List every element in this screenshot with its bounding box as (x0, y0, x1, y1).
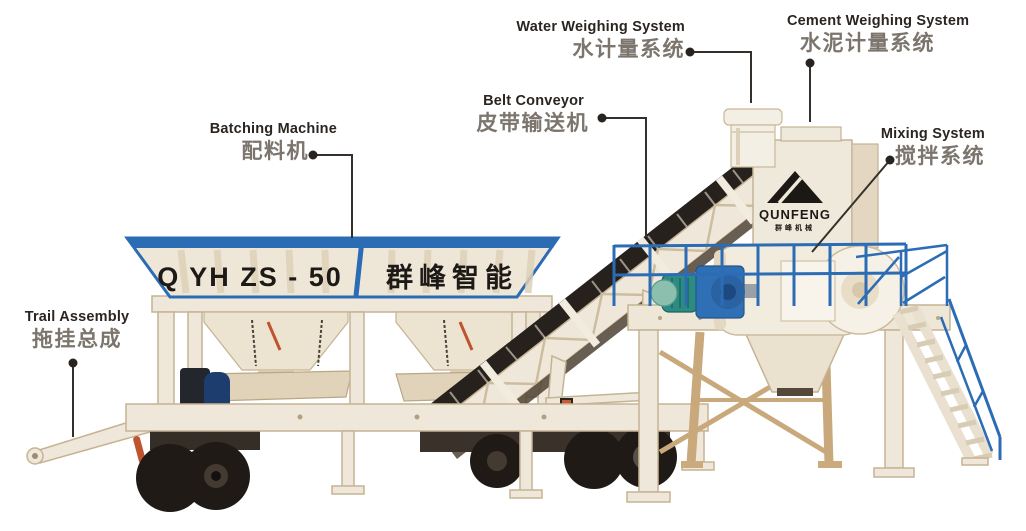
bin-wall-left (157, 311, 175, 409)
label-water-weighing-zh: 水计量系统 (572, 38, 685, 62)
tower-front-legs (626, 329, 915, 503)
wheel-center (470, 434, 524, 488)
conveyor-underside (451, 191, 789, 459)
label-batching-machine: Batching Machine 配料机 (210, 121, 337, 164)
cement-weighing-box: QUNFENG 群峰机械 (723, 108, 879, 249)
trailer-chassis (125, 403, 715, 512)
hopper-model-text: Q YH ZS - 50 (157, 262, 343, 292)
qunfeng-logo: QUNFENG 群峰机械 (759, 171, 831, 232)
label-mixing-system: Mixing System 搅拌系统 (881, 126, 985, 169)
water-tank (723, 108, 783, 168)
front-leg-right (884, 329, 904, 469)
batching-hopper-top: Q YH ZS - 50 群峰智能 (124, 236, 561, 299)
label-cement-weighing-en: Cement Weighing System (787, 13, 970, 29)
label-batching-machine-zh: 配料机 (241, 140, 309, 164)
label-cement-weighing-system: Cement Weighing System 水泥计量系统 (787, 13, 969, 56)
stair-handrail (939, 298, 1002, 460)
label-water-weighing-en: Water Weighing System (516, 19, 685, 35)
bin-column-2 (349, 311, 365, 409)
callout-dot-trail (68, 358, 78, 368)
wheels-left (136, 442, 250, 512)
stair-treads (899, 305, 993, 462)
stair-landing (855, 243, 1002, 466)
trail-assembly (26, 416, 151, 465)
callout-dot-batching (308, 150, 318, 160)
callout-dot-mixing (885, 155, 895, 165)
discharge-opening (777, 388, 813, 396)
tank-flange (723, 108, 783, 126)
callout-line-mixing (811, 159, 891, 253)
label-belt-conveyor-zh: 皮带输送机 (476, 112, 589, 136)
callout-lines (68, 47, 895, 437)
front-leg-left (638, 329, 659, 493)
label-water-weighing-system: Water Weighing System 水计量系统 (516, 19, 685, 62)
label-trail-assembly: Trail Assembly 拖挂总成 (18, 309, 136, 352)
label-belt-conveyor-en: Belt Conveyor (483, 93, 584, 109)
label-trail-assembly-en: Trail Assembly (24, 309, 130, 325)
callout-dot-water (685, 47, 695, 57)
truss-lattice (431, 203, 763, 431)
label-cement-weighing-zh: 水泥计量系统 (800, 32, 935, 56)
label-mixing-system-en: Mixing System (880, 126, 985, 142)
callout-line-water (690, 51, 752, 103)
hopper-brand-text: 群峰智能 (386, 262, 518, 293)
axle-left (150, 428, 260, 450)
mixing-drum-assembly (650, 244, 905, 336)
hopper-divider (353, 239, 365, 297)
drum-access-panel (780, 260, 836, 322)
label-batching-machine-en: Batching Machine (209, 121, 337, 137)
box-side (851, 143, 879, 249)
front-leg-right-foot (873, 467, 915, 478)
stair-foot (961, 457, 989, 466)
callout-line-batching (313, 154, 353, 238)
label-mixing-system-zh: 搅拌系统 (895, 145, 985, 169)
label-belt-conveyor: Belt Conveyor 皮带输送机 (477, 93, 590, 136)
logo-subtext: 群峰机械 (775, 223, 815, 232)
callout-line-belt (602, 117, 647, 237)
brake-handle (133, 436, 146, 464)
hopper-ribs (177, 249, 536, 294)
logo-text: QUNFENG (759, 207, 831, 222)
mixer-gearbox (695, 265, 745, 319)
drum-hub (852, 282, 868, 298)
hitch-eye-hole (32, 453, 38, 459)
box-top-step (780, 126, 842, 142)
front-leg-left-foot (626, 491, 671, 503)
landing-railing (855, 243, 949, 306)
hopper-top-trim (127, 238, 558, 248)
drive-shaft (744, 284, 758, 298)
mixer-motor (650, 273, 699, 313)
callout-dot-cement (805, 58, 815, 68)
tensioner-rods (266, 321, 474, 351)
label-trail-assembly-zh: 拖挂总成 (32, 328, 122, 352)
staircase (892, 298, 1002, 466)
callout-dot-belt (597, 113, 607, 123)
conveyor-belt (420, 152, 764, 427)
